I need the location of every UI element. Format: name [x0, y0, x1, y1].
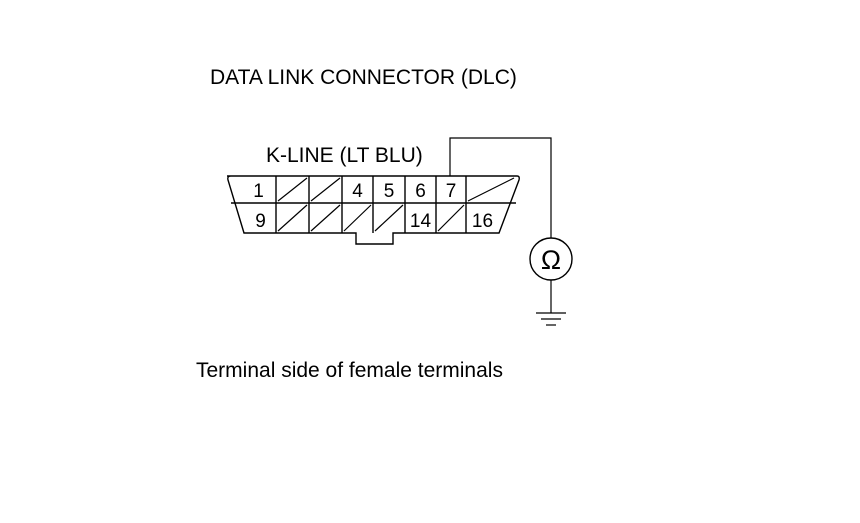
- terminal-6: 6: [415, 181, 426, 202]
- terminal-16: 16: [472, 211, 493, 232]
- connector-outline: [227, 175, 520, 245]
- terminal-7: 7: [446, 181, 457, 202]
- ground-icon: [536, 312, 566, 326]
- terminal-14: 14: [410, 211, 432, 232]
- terminal-9: 9: [255, 211, 266, 232]
- empty-terminal-slash: [277, 177, 308, 202]
- terminal-4: 4: [352, 181, 363, 202]
- empty-terminal-slash: [437, 204, 465, 232]
- empty-terminal-slash: [467, 177, 515, 202]
- empty-terminal-slash: [277, 204, 308, 232]
- diagram-title: DATA LINK CONNECTOR (DLC): [210, 66, 517, 89]
- empty-terminal-slash: [343, 204, 372, 232]
- ohmmeter-circuit: Ω: [449, 137, 573, 326]
- k-line-label: K-LINE (LT BLU): [266, 144, 423, 167]
- empty-terminal-slash: [310, 204, 341, 232]
- caption: Terminal side of female terminals: [196, 359, 503, 382]
- terminal-1: 1: [253, 181, 264, 202]
- ohm-symbol: Ω: [541, 245, 561, 275]
- terminal-5: 5: [384, 181, 395, 202]
- empty-terminal-slash: [310, 177, 341, 202]
- empty-terminal-slash: [374, 204, 404, 232]
- probe-wire: [449, 137, 552, 238]
